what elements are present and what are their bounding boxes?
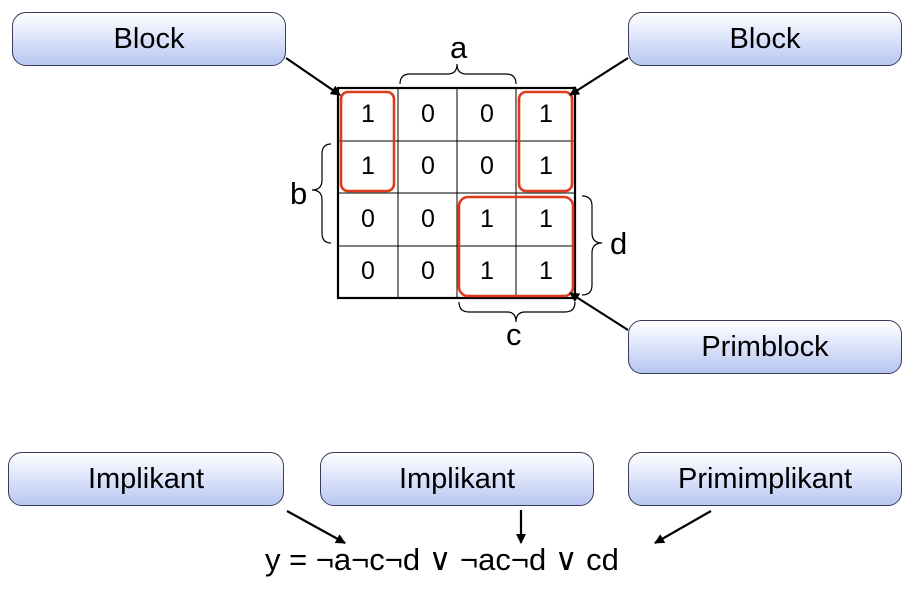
brace-d	[581, 195, 603, 296]
block-label-right-text: Block	[729, 22, 801, 55]
block-group-left	[339, 90, 396, 193]
kmap-cell-value: 0	[421, 205, 435, 233]
primblock-label-text: Primblock	[701, 330, 829, 363]
implikant-label-2: Implikant	[320, 452, 594, 506]
kmap-cell-value: 0	[361, 205, 375, 233]
kmap-cell-value: 1	[539, 152, 553, 180]
arrow-implikant-1	[286, 510, 346, 544]
primblock-group	[457, 195, 575, 298]
kmap-cell-value: 0	[480, 100, 494, 128]
arrows	[285, 57, 712, 544]
implikant-label-2-text: Implikant	[398, 462, 516, 495]
arrow-block-right	[569, 57, 629, 96]
kmap-cell-value: 1	[361, 152, 375, 180]
kmap-grid	[336, 86, 577, 300]
kmap-braces	[311, 63, 603, 323]
kmap-cell-value: 0	[480, 152, 494, 180]
kmap-cell-value: 1	[539, 100, 553, 128]
kmap-cell-value: 1	[361, 100, 375, 128]
kmap-cell-value: 1	[480, 205, 494, 233]
block-label-left: Block	[12, 12, 286, 66]
arrow-block-left	[285, 57, 341, 96]
kmap-variable-b: b	[290, 176, 308, 211]
primimplikant-label-text: Primimplikant	[677, 462, 853, 495]
block-label-left-text: Block	[113, 22, 185, 55]
kmap-cell-value: 1	[480, 257, 494, 285]
kmap-cell-value: 1	[539, 205, 553, 233]
implikant-label-1-text: Implikant	[87, 462, 205, 495]
kmap-variable-c: c	[506, 317, 522, 352]
kmap-cells: 1 0 0 1 1 0 0 1 0 0 1 1 0 0 1 1	[361, 100, 553, 285]
kmap-cell-value: 0	[421, 100, 435, 128]
arrow-primimplikant	[654, 510, 712, 544]
kmap-variable-a: a	[450, 30, 468, 65]
brace-a	[399, 63, 517, 85]
brace-c	[458, 301, 576, 323]
kmap-cell-value: 0	[421, 152, 435, 180]
boolean-formula: y = ¬a¬c¬d ∨ ¬ac¬d ∨ cd	[265, 542, 619, 577]
implikant-label-1: Implikant	[8, 452, 284, 506]
primblock-label: Primblock	[628, 320, 902, 374]
kmap-variable-d: d	[610, 226, 628, 261]
kmap-cell-value: 0	[361, 257, 375, 285]
kmap-groups	[339, 90, 575, 298]
block-group-right	[517, 90, 574, 193]
arrow-primblock	[569, 292, 629, 331]
kmap-cell-value: 0	[421, 257, 435, 285]
primimplikant-label: Primimplikant	[628, 452, 902, 506]
block-label-right: Block	[628, 12, 902, 66]
brace-b	[311, 143, 332, 244]
kmap-cell-value: 1	[539, 257, 553, 285]
